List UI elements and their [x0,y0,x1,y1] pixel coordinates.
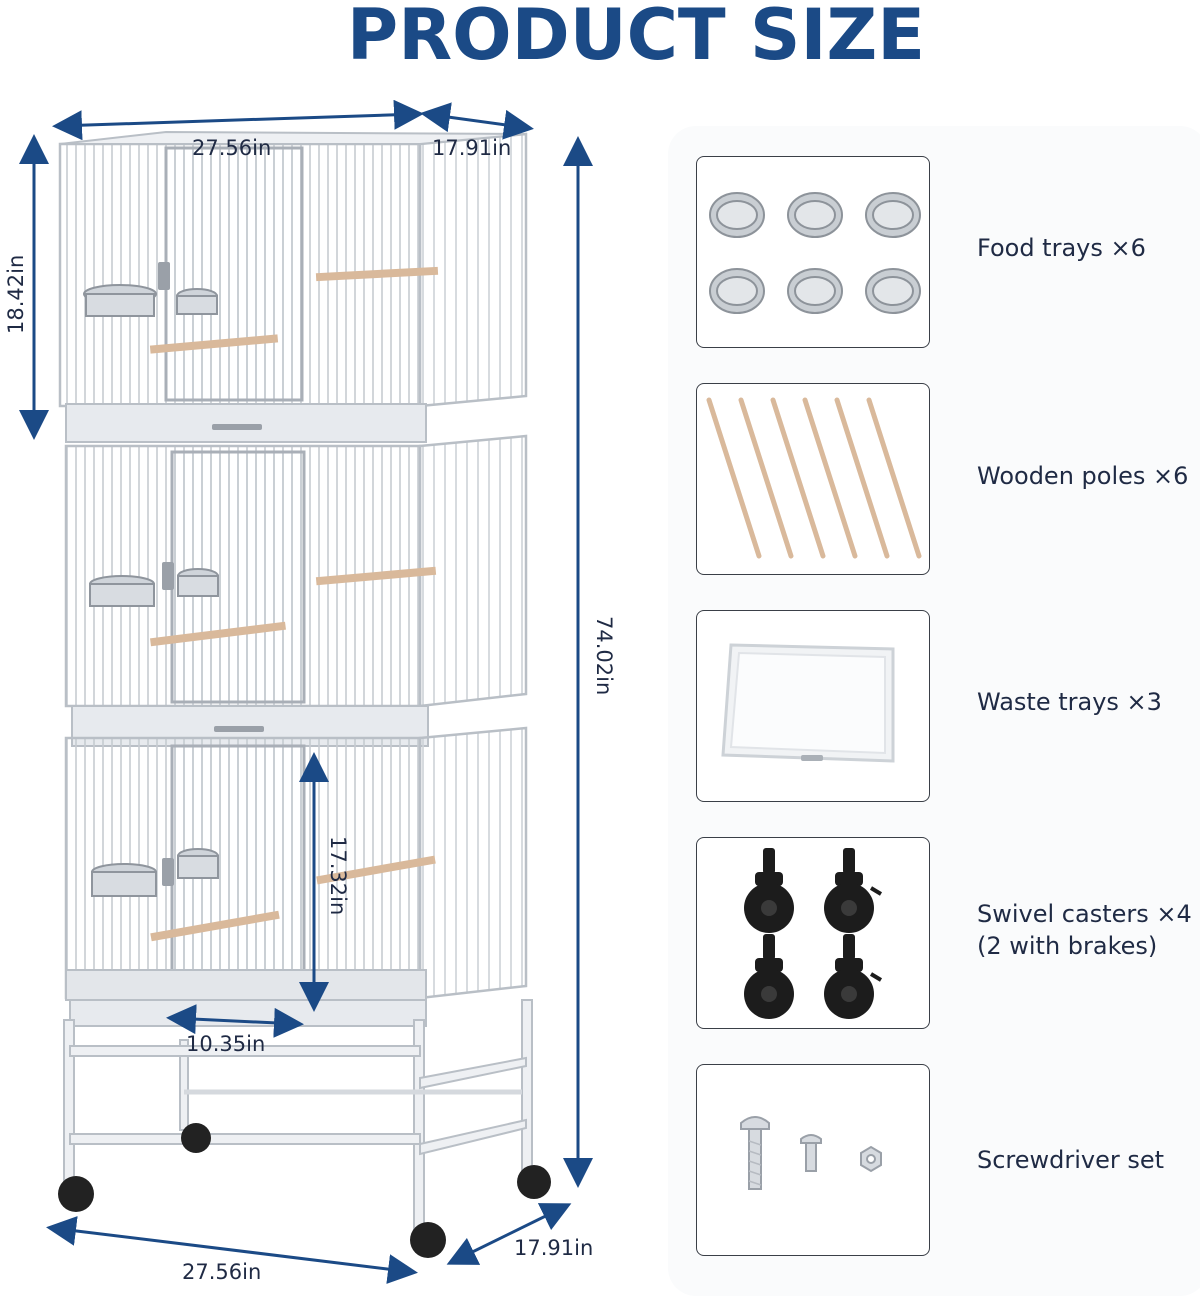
swivel-casters-label-line1: Swivel casters ×4 [977,900,1192,928]
base-depth-label: 17.91in [514,1236,594,1260]
screw-icon [740,1116,882,1190]
screwdriver-set-card [696,1064,930,1256]
waste-trays-card [696,610,930,802]
food-trays-label: Food trays ×6 [977,234,1146,262]
food-trays-card [696,156,930,348]
wooden-pole-icon [706,397,922,559]
waste-tray-icon [721,643,895,763]
swivel-casters-label: Swivel casters ×4 (2 with brakes) [977,898,1192,962]
food-tray-icon [709,192,921,314]
wooden-poles-label: Wooden poles ×6 [977,462,1189,490]
door-width-label: 10.35in [186,1032,266,1056]
top-width-label: 27.56in [192,136,272,160]
base-width-arrow [46,1216,418,1284]
cage-stand [58,999,551,1258]
door-height-label: 17.32in [326,836,350,916]
total-height-label: 74.02in [592,616,616,696]
top-depth-arrow [420,102,534,140]
swivel-casters-card [696,837,930,1029]
cage-tier-top [58,130,528,443]
caster-icon [744,848,883,1019]
dimension-arrows [19,99,593,1284]
top-width-arrow [52,99,424,141]
wooden-poles-card [696,383,930,575]
screwdriver-set-label: Screwdriver set [977,1146,1165,1174]
cage-illustration [19,99,593,1284]
base-depth-arrow [446,1203,572,1265]
page-title: PRODUCT SIZE [346,0,926,76]
base-width-label: 27.56in [182,1260,262,1284]
cage-tier-bottom [64,726,528,1027]
swivel-casters-label-line2: (2 with brakes) [977,932,1158,960]
cage-tier-middle [64,434,528,747]
top-depth-label: 17.91in [432,136,512,160]
waste-trays-label: Waste trays ×3 [977,688,1162,716]
top-tier-height-label: 18.42in [4,254,28,334]
door-width-arrow [166,1004,304,1038]
